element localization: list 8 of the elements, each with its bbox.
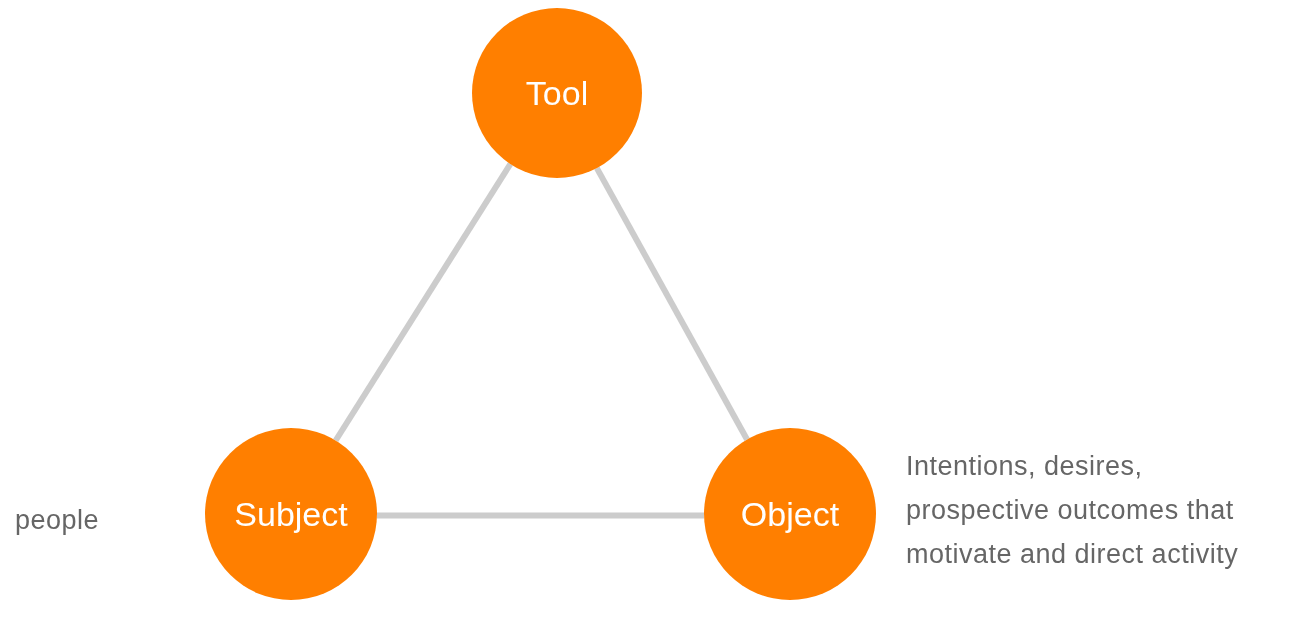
node-caption: people xyxy=(15,504,101,537)
node-label: Tool xyxy=(525,73,589,113)
node-label: Object xyxy=(740,494,840,534)
node-label: Subject xyxy=(234,494,348,534)
connector-line xyxy=(377,512,704,519)
connector-line xyxy=(333,162,513,443)
node-caption: Intentions, desires, prospective outcomes that motivate and direct activity xyxy=(906,450,1240,571)
connector-line xyxy=(594,166,750,441)
